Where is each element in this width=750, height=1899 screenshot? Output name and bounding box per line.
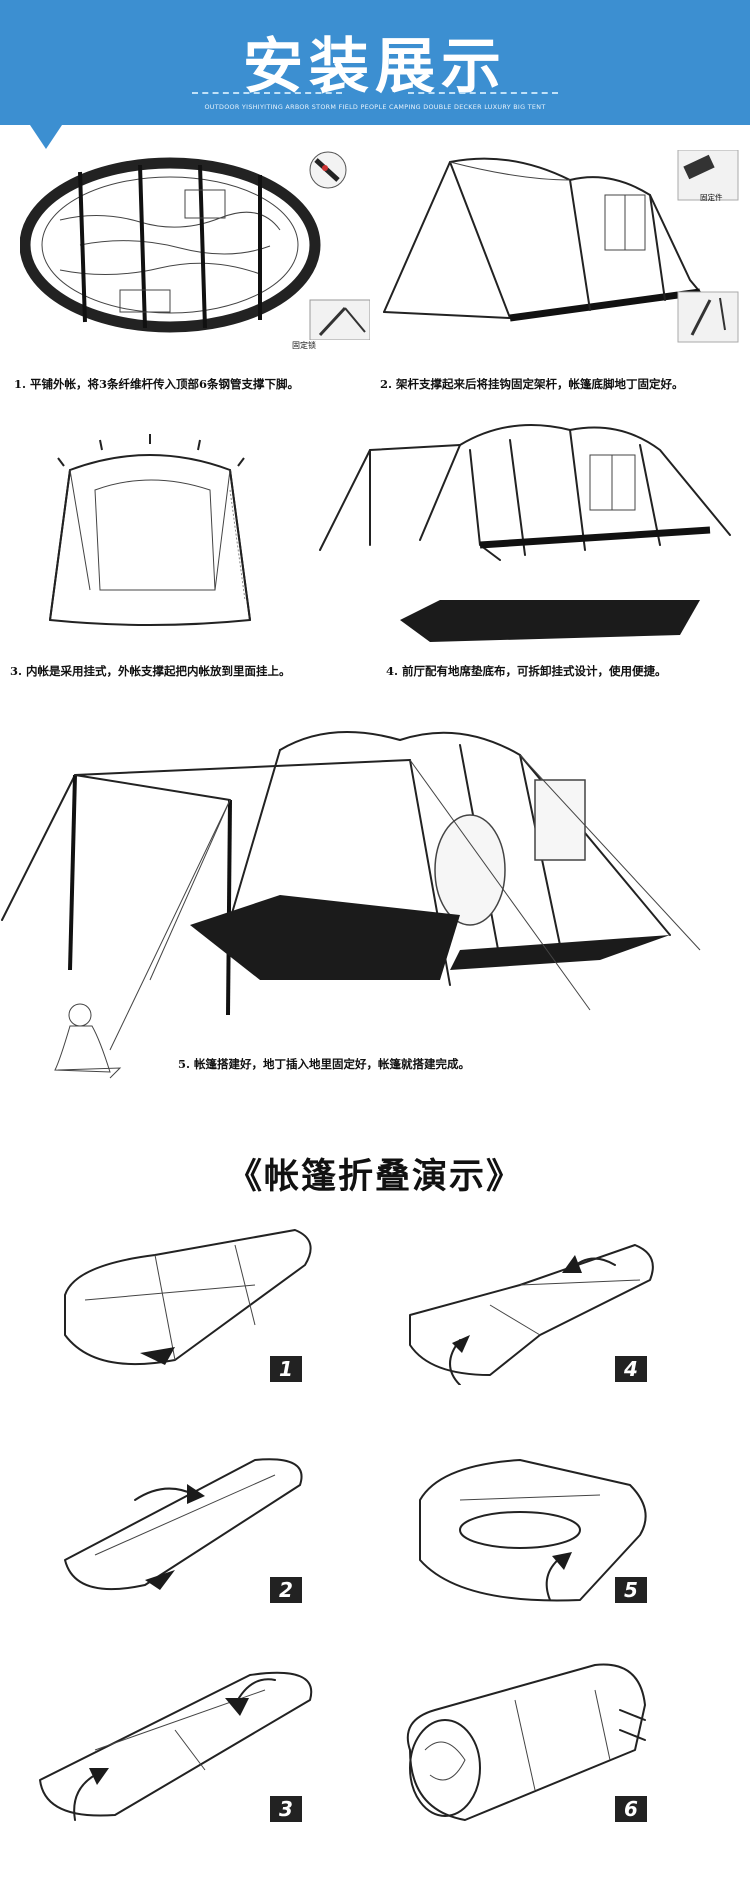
step1-caption: 1. 平铺外帐，将3条纤维杆传入顶部6条钢管支撑下脚。 — [14, 377, 300, 391]
banner-divider-left — [192, 92, 342, 94]
banner-divider-right — [408, 92, 558, 94]
fold-step2-illustration — [64, 1458, 303, 1591]
banner-pointer — [30, 125, 62, 149]
fold-step1-illustration — [64, 1229, 312, 1366]
step4-caption: 4. 前厅配有地席垫底布，可拆卸挂式设计，使用便捷。 — [386, 664, 667, 678]
folding-section-title: 《帐篷折叠演示》 — [226, 1156, 523, 1197]
step5-caption: 5. 帐篷搭建好，地丁插入地里固定好，帐篷就搭建完成。 — [178, 1057, 471, 1071]
fold-step3-illustration — [39, 1671, 313, 1821]
fold-step6-badge: 6 — [615, 1796, 647, 1822]
step1-illustration — [20, 151, 370, 340]
step5-illustration — [1, 731, 701, 1079]
step2-illustration — [383, 150, 739, 343]
fold-step5-illustration — [419, 1459, 647, 1602]
step1-inset-label: 固定锁 — [292, 341, 316, 350]
banner-title: 安装展示 — [243, 32, 507, 102]
fold-step3-badge: 3 — [270, 1796, 302, 1822]
step2-inset-label: 固定件 — [700, 193, 723, 202]
banner-subtitle: OUTDOOR YISHIYITING ARBOR STORM FIELD PE… — [204, 103, 546, 111]
step4-illustration — [319, 424, 731, 642]
fold-step2-badge: 2 — [270, 1577, 302, 1603]
fold-step5-badge: 5 — [615, 1577, 647, 1603]
step3-illustration — [49, 434, 251, 626]
fold-step6-illustration — [406, 1663, 646, 1821]
fold-step1-badge: 1 — [270, 1356, 302, 1382]
fold-step4-illustration — [409, 1244, 654, 1385]
step2-caption: 2. 架杆支撑起来后将挂钩固定架杆，帐篷底脚地丁固定好。 — [380, 377, 684, 391]
step3-caption: 3. 内帐是采用挂式，外帐支撑起把内帐放到里面挂上。 — [10, 664, 291, 678]
fold-step4-badge: 4 — [615, 1356, 647, 1382]
header-banner: 安装展示 OUTDOOR YISHIYITING ARBOR STORM FIE… — [0, 0, 750, 125]
